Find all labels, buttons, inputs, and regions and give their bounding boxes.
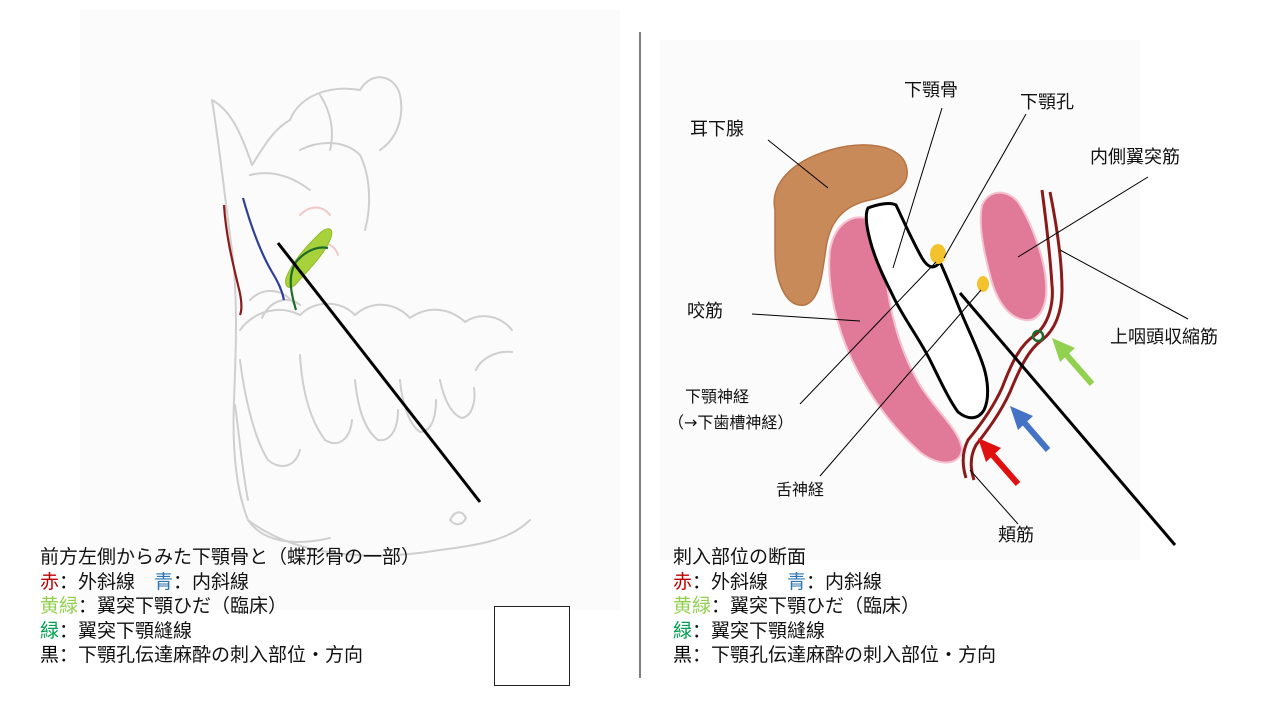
raphe-marker bbox=[1031, 329, 1045, 343]
left-caption-title: 前方左側からみた下顎骨と（蝶形骨の一部） bbox=[40, 546, 421, 568]
label-medial-pterygoid: 内側翼突筋 bbox=[1090, 147, 1180, 168]
superior-constrictor-line-a bbox=[961, 189, 1054, 479]
internal-oblique-line-blue bbox=[241, 197, 286, 301]
left-caption-line4: 黒：下顎孔伝達麻酔の刺入部位・方向 bbox=[40, 643, 420, 668]
key-yellowgreen: 黄緑 bbox=[40, 595, 79, 617]
right-caption-line1: 赤：外斜線青：内斜線 bbox=[673, 570, 996, 595]
right-caption-line2: 黄緑：翼突下顎ひだ（臨床） bbox=[673, 594, 996, 619]
label-lingual-nerve: 舌神経 bbox=[776, 480, 825, 499]
medial-pterygoid-shape bbox=[979, 191, 1048, 322]
left-caption-line3: 緑：翼突下顎縫線 bbox=[40, 619, 420, 644]
key-blue: 青 bbox=[154, 570, 174, 593]
arrow-red bbox=[978, 438, 1021, 486]
key-black: 黒 bbox=[673, 644, 693, 666]
legend-green-text: ：翼突下顎縫線 bbox=[692, 619, 826, 642]
key-red: 赤 bbox=[673, 570, 693, 593]
legend-red-text: ：外斜線 bbox=[692, 570, 769, 593]
label-buccinator: 頬筋 bbox=[998, 525, 1034, 546]
legend-blue-text: ：内斜線 bbox=[806, 570, 883, 593]
leader-lines bbox=[751, 107, 1189, 525]
injection-direction-line-right bbox=[958, 292, 1177, 546]
key-yellowgreen: 黄緑 bbox=[673, 595, 712, 617]
right-caption: 刺入部位の断面 赤：外斜線青：内斜線 黄緑：翼突下顎ひだ（臨床） 緑：翼突下顎縫… bbox=[673, 545, 996, 668]
key-green: 緑 bbox=[673, 619, 693, 642]
left-caption: 前方左側からみた下顎骨と（蝶形骨の一部） 赤：外斜線青：内斜線 黄緑：翼突下顎ひ… bbox=[40, 545, 420, 668]
external-oblique-line-red bbox=[222, 204, 243, 316]
left-caption-line2: 黄緑：翼突下顎ひだ（臨床） bbox=[40, 594, 420, 619]
label-masseter: 咬筋 bbox=[687, 301, 723, 322]
key-green: 緑 bbox=[40, 619, 60, 642]
legend-black-text: ：下顎孔伝達麻酔の刺入部位・方向 bbox=[59, 644, 364, 666]
legend-yellowgreen-text: ：翼突下顎ひだ（臨床） bbox=[711, 595, 921, 617]
legend-red-text: ：外斜線 bbox=[59, 570, 136, 593]
key-blue: 青 bbox=[787, 570, 807, 593]
right-caption-line4: 黒：下顎孔伝達麻酔の刺入部位・方向 bbox=[673, 643, 996, 668]
inferior-alveolar-nerve-dot bbox=[930, 244, 946, 264]
legend-green-text: ：翼突下顎縫線 bbox=[59, 619, 193, 642]
parotid-gland-shape bbox=[773, 144, 908, 306]
arrow-blue bbox=[1010, 406, 1051, 452]
right-caption-title: 刺入部位の断面 bbox=[673, 546, 807, 568]
key-red: 赤 bbox=[40, 570, 60, 593]
label-superior-constrictor: 上咽頭収縮筋 bbox=[1110, 327, 1218, 348]
legend-blue-text: ：内斜線 bbox=[173, 570, 250, 593]
label-mandibular-foramen: 下顎孔 bbox=[1020, 92, 1074, 113]
right-caption-line3: 緑：翼突下顎縫線 bbox=[673, 619, 996, 644]
lingual-nerve-dot bbox=[977, 276, 989, 292]
label-mandibular-nerve-sub: （→下歯槽神経） bbox=[668, 413, 794, 432]
orientation-box bbox=[494, 606, 570, 686]
injection-direction-line-left bbox=[276, 242, 482, 503]
superior-constrictor-line-b bbox=[969, 191, 1064, 481]
key-black: 黒 bbox=[40, 644, 60, 666]
left-caption-line1: 赤：外斜線青：内斜線 bbox=[40, 570, 420, 595]
arrow-yellowgreen bbox=[1052, 338, 1095, 386]
legend-yellowgreen-text: ：翼突下顎ひだ（臨床） bbox=[78, 595, 288, 617]
legend-black-text: ：下顎孔伝達麻酔の刺入部位・方向 bbox=[692, 644, 997, 666]
pterygomandibular-raphe-green bbox=[289, 246, 329, 311]
label-mandibular-nerve: 下顎神経 bbox=[685, 387, 750, 406]
mandible-sketch bbox=[80, 10, 620, 610]
label-parotid: 耳下腺 bbox=[690, 119, 744, 140]
label-mandible: 下顎骨 bbox=[904, 80, 958, 101]
